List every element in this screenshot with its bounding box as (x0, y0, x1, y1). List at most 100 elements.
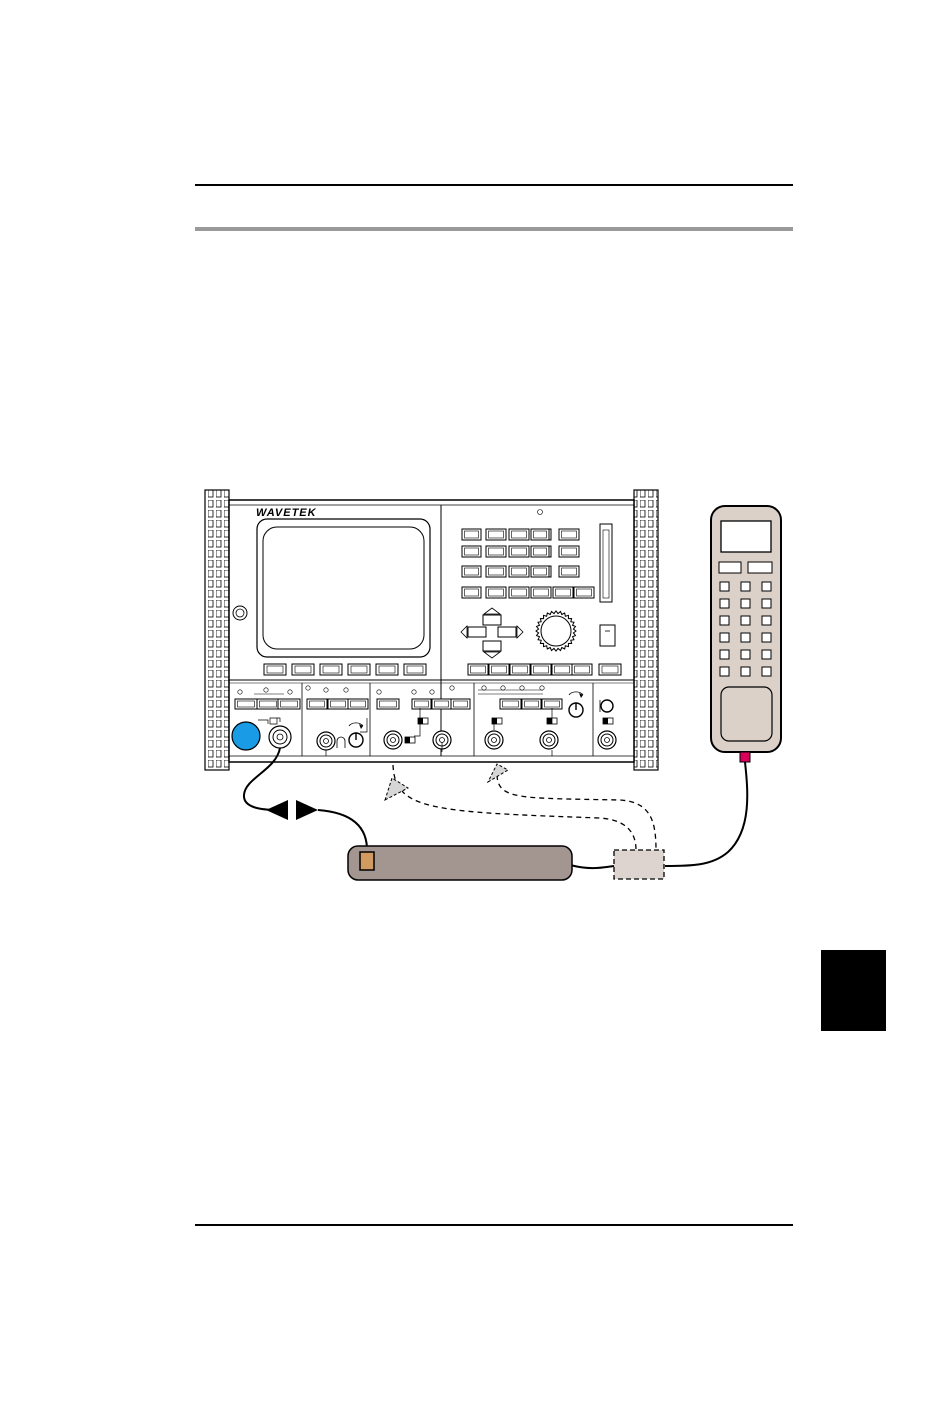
power-button-icon[interactable] (232, 722, 260, 750)
bottom-key-3[interactable] (510, 664, 530, 675)
softkey-2[interactable] (292, 664, 314, 675)
matrix-key-2[interactable] (486, 529, 506, 540)
lower-key-9[interactable] (432, 699, 451, 709)
matrix-key-1[interactable] (462, 529, 481, 540)
matrix-key-9[interactable] (509, 546, 529, 557)
lower-key-3[interactable] (278, 699, 300, 709)
selector-toggle-5[interactable] (603, 718, 613, 724)
matrix-key-18[interactable] (559, 566, 579, 577)
softkey-4[interactable] (348, 664, 370, 675)
matrix-key-13[interactable] (462, 566, 481, 577)
bottom-key-4[interactable] (531, 664, 551, 675)
phone-key-9[interactable] (762, 616, 771, 625)
service-monitor: WAVETEK (205, 490, 658, 770)
softkey-3[interactable] (320, 664, 342, 675)
lower-key-4[interactable] (307, 699, 327, 709)
softkey-6[interactable] (404, 664, 426, 675)
phone-key-5[interactable] (741, 599, 750, 608)
bnc-connector-1[interactable] (317, 732, 335, 750)
cable-harness (348, 846, 572, 880)
selector-toggle-1[interactable] (418, 718, 428, 724)
led-3 (288, 690, 292, 694)
matrix-key-20[interactable] (486, 587, 506, 598)
double-arrow-right-icon (296, 800, 318, 820)
sweep-knob-icon[interactable] (600, 700, 613, 712)
phone-key-18[interactable] (762, 667, 771, 676)
arrow-right-icon[interactable] (498, 626, 523, 638)
lower-key-10[interactable] (451, 699, 470, 709)
rf-in-out-connector[interactable] (269, 726, 291, 748)
bottom-key-2[interactable] (489, 664, 509, 675)
phone-softkey-right[interactable] (748, 562, 772, 573)
enter-key[interactable] (599, 664, 621, 675)
bottom-key-1[interactable] (468, 664, 488, 675)
dashed-audio-cable-1 (393, 765, 636, 850)
phone-key-15[interactable] (762, 650, 771, 659)
matrix-key-8[interactable] (486, 546, 506, 557)
selector-toggle-3[interactable] (492, 718, 502, 724)
mode-switch[interactable] (600, 625, 615, 646)
right-rack-handle (634, 490, 658, 770)
phone-cable-connector[interactable] (740, 752, 750, 762)
bottom-key-5[interactable] (552, 664, 572, 675)
lower-key-12[interactable] (522, 699, 541, 709)
bnc-connector-4[interactable] (485, 731, 503, 749)
mobile-phone (711, 506, 781, 762)
phone-key-3[interactable] (762, 582, 771, 591)
matrix-key-17[interactable] (531, 566, 549, 577)
test-point-connector[interactable] (360, 852, 374, 870)
lower-key-1[interactable] (235, 699, 257, 709)
lower-key-13[interactable] (542, 699, 562, 709)
phone-key-10[interactable] (720, 633, 729, 642)
phone-key-14[interactable] (741, 650, 750, 659)
matrix-key-23[interactable] (553, 587, 573, 598)
led-6 (344, 688, 348, 692)
bnc-connector-5[interactable] (540, 731, 558, 749)
matrix-key-11[interactable] (531, 546, 549, 557)
matrix-key-6[interactable] (559, 529, 579, 540)
interface-adapter (614, 850, 664, 879)
lower-key-7[interactable] (377, 699, 399, 709)
lower-key-11[interactable] (500, 699, 521, 709)
lower-key-8[interactable] (412, 699, 431, 709)
led-11 (482, 686, 486, 690)
phone-key-7[interactable] (720, 616, 729, 625)
matrix-key-22[interactable] (531, 587, 551, 598)
bottom-key-6[interactable] (572, 664, 592, 675)
double-arrow-left-icon (266, 800, 288, 820)
matrix-key-24[interactable] (574, 587, 594, 598)
selector-toggle-2[interactable] (405, 737, 415, 743)
softkey-5[interactable] (376, 664, 398, 675)
phone-speaker-pad (721, 687, 772, 741)
led-13 (520, 686, 524, 690)
phone-softkey-left[interactable] (719, 562, 741, 573)
phone-key-17[interactable] (741, 667, 750, 676)
phone-key-1[interactable] (720, 582, 729, 591)
matrix-key-15[interactable] (509, 566, 529, 577)
phone-key-11[interactable] (741, 633, 750, 642)
phone-key-8[interactable] (741, 616, 750, 625)
lower-key-5[interactable] (328, 699, 348, 709)
matrix-key-14[interactable] (486, 566, 506, 577)
matrix-key-12[interactable] (559, 546, 579, 557)
lower-key-6[interactable] (348, 699, 368, 709)
matrix-key-5[interactable] (531, 529, 549, 540)
arrow-left-icon[interactable] (461, 626, 486, 638)
phone-key-13[interactable] (720, 650, 729, 659)
dashed-audio-cable-2 (497, 775, 656, 850)
phone-key-4[interactable] (720, 599, 729, 608)
phone-key-6[interactable] (762, 599, 771, 608)
bnc-connector-6[interactable] (598, 731, 616, 749)
led-2 (264, 688, 268, 692)
matrix-key-7[interactable] (462, 546, 481, 557)
lower-key-2[interactable] (257, 699, 279, 709)
phone-key-12[interactable] (762, 633, 771, 642)
softkey-1[interactable] (264, 664, 286, 675)
matrix-key-21[interactable] (509, 587, 529, 598)
phone-key-2[interactable] (741, 582, 750, 591)
phone-key-16[interactable] (720, 667, 729, 676)
bnc-connector-2[interactable] (384, 731, 402, 749)
matrix-key-3[interactable] (509, 529, 529, 540)
matrix-key-19[interactable] (462, 587, 481, 598)
